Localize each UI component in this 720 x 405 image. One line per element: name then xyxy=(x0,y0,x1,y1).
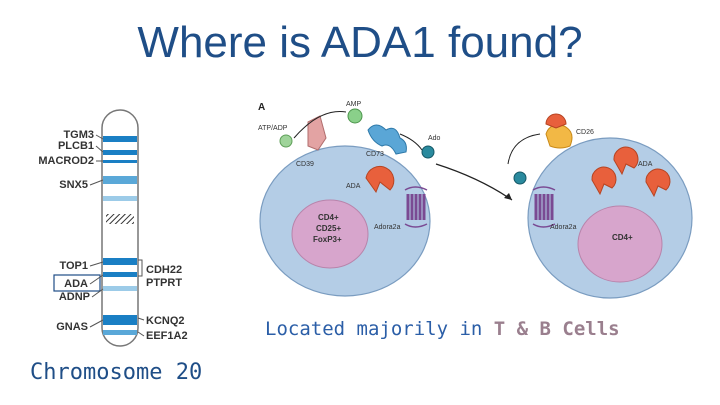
gene-label-macrod2: MACROD2 xyxy=(38,155,94,167)
atp-molecule xyxy=(279,134,293,148)
ado-transfer-arrow xyxy=(435,163,513,201)
chromosome-body xyxy=(101,109,139,347)
cd26-protein xyxy=(545,124,573,149)
amp-label: AMP xyxy=(346,101,362,108)
slide-title: Where is ADA1 found? xyxy=(137,18,583,67)
ado-return-arrow xyxy=(507,133,541,165)
gene-label-cdh22: CDH22 xyxy=(146,264,182,276)
adora2a-label-right: Adora2a xyxy=(550,224,577,231)
cd39-protein xyxy=(307,115,327,151)
gene-label-tgm3: TGM3 xyxy=(63,129,94,141)
chromosome-caption: Chromosome 20 xyxy=(30,360,203,385)
adora2a-receptor-right xyxy=(532,186,556,228)
ada-cell-diagram: A CD4+ CD25+ FoxP3+ CD39 ATP/ADP AMP CD7… xyxy=(258,101,693,299)
treg-label-cd25: CD25+ xyxy=(316,224,341,233)
cd4-nucleus xyxy=(577,205,663,283)
ada-enzyme-right-2 xyxy=(591,166,617,196)
gene-label-eef1a2: EEF1A2 xyxy=(146,330,188,342)
treg-label-cd4: CD4+ xyxy=(318,213,339,222)
ado-molecule-right xyxy=(513,171,527,185)
chromosome-20-ideogram: TGM3 PLCB1 MACROD2 SNX5 TOP1 ADA ADNP GN… xyxy=(38,109,188,347)
cd73-protein xyxy=(367,124,407,155)
gene-label-kcnq2: KCNQ2 xyxy=(146,315,185,327)
atp-adp-label: ATP/ADP xyxy=(258,125,288,132)
ado-label: Ado xyxy=(428,135,441,142)
cd4-label: CD4+ xyxy=(612,233,633,242)
atp-to-amp-arrow xyxy=(293,111,347,139)
ada-label-right: ADA xyxy=(638,161,653,168)
ado-molecule-left xyxy=(421,145,435,159)
amp-to-ado-arrow xyxy=(399,133,423,151)
location-prefix: Located majorily in xyxy=(265,318,494,340)
panel-label: A xyxy=(258,102,265,113)
adora2a-label-left: Adora2a xyxy=(374,224,401,231)
gene-label-gnas: GNAS xyxy=(56,321,88,333)
ada-enzyme-right-1 xyxy=(613,146,639,176)
gene-label-ada: ADA xyxy=(64,278,88,290)
treg-nucleus xyxy=(291,199,369,269)
gene-label-snx5: SNX5 xyxy=(59,179,88,191)
location-cells: T & B Cells xyxy=(493,318,620,340)
adora2a-receptor-left xyxy=(404,186,428,228)
ada-bound-cd26 xyxy=(545,113,567,129)
amp-molecule xyxy=(347,108,363,124)
gene-label-ptprt: PTPRT xyxy=(146,277,182,289)
cd39-label: CD39 xyxy=(296,161,314,168)
arrowhead xyxy=(504,193,512,200)
ada-gene-highlight-box xyxy=(53,274,101,292)
location-statement: Located majorily in T & B Cells xyxy=(265,318,620,340)
gene-label-top1: TOP1 xyxy=(59,260,88,272)
ada-enzyme-right-3 xyxy=(645,168,671,198)
gene-label-adnp: ADNP xyxy=(59,291,90,303)
gene-label-plcb1: PLCB1 xyxy=(58,140,94,152)
ada-enzyme-left xyxy=(365,165,395,194)
ada-label-left: ADA xyxy=(346,183,361,190)
cd26-label: CD26 xyxy=(576,129,594,136)
cd73-label: CD73 xyxy=(366,151,384,158)
treg-label-foxp3: FoxP3+ xyxy=(313,235,342,244)
